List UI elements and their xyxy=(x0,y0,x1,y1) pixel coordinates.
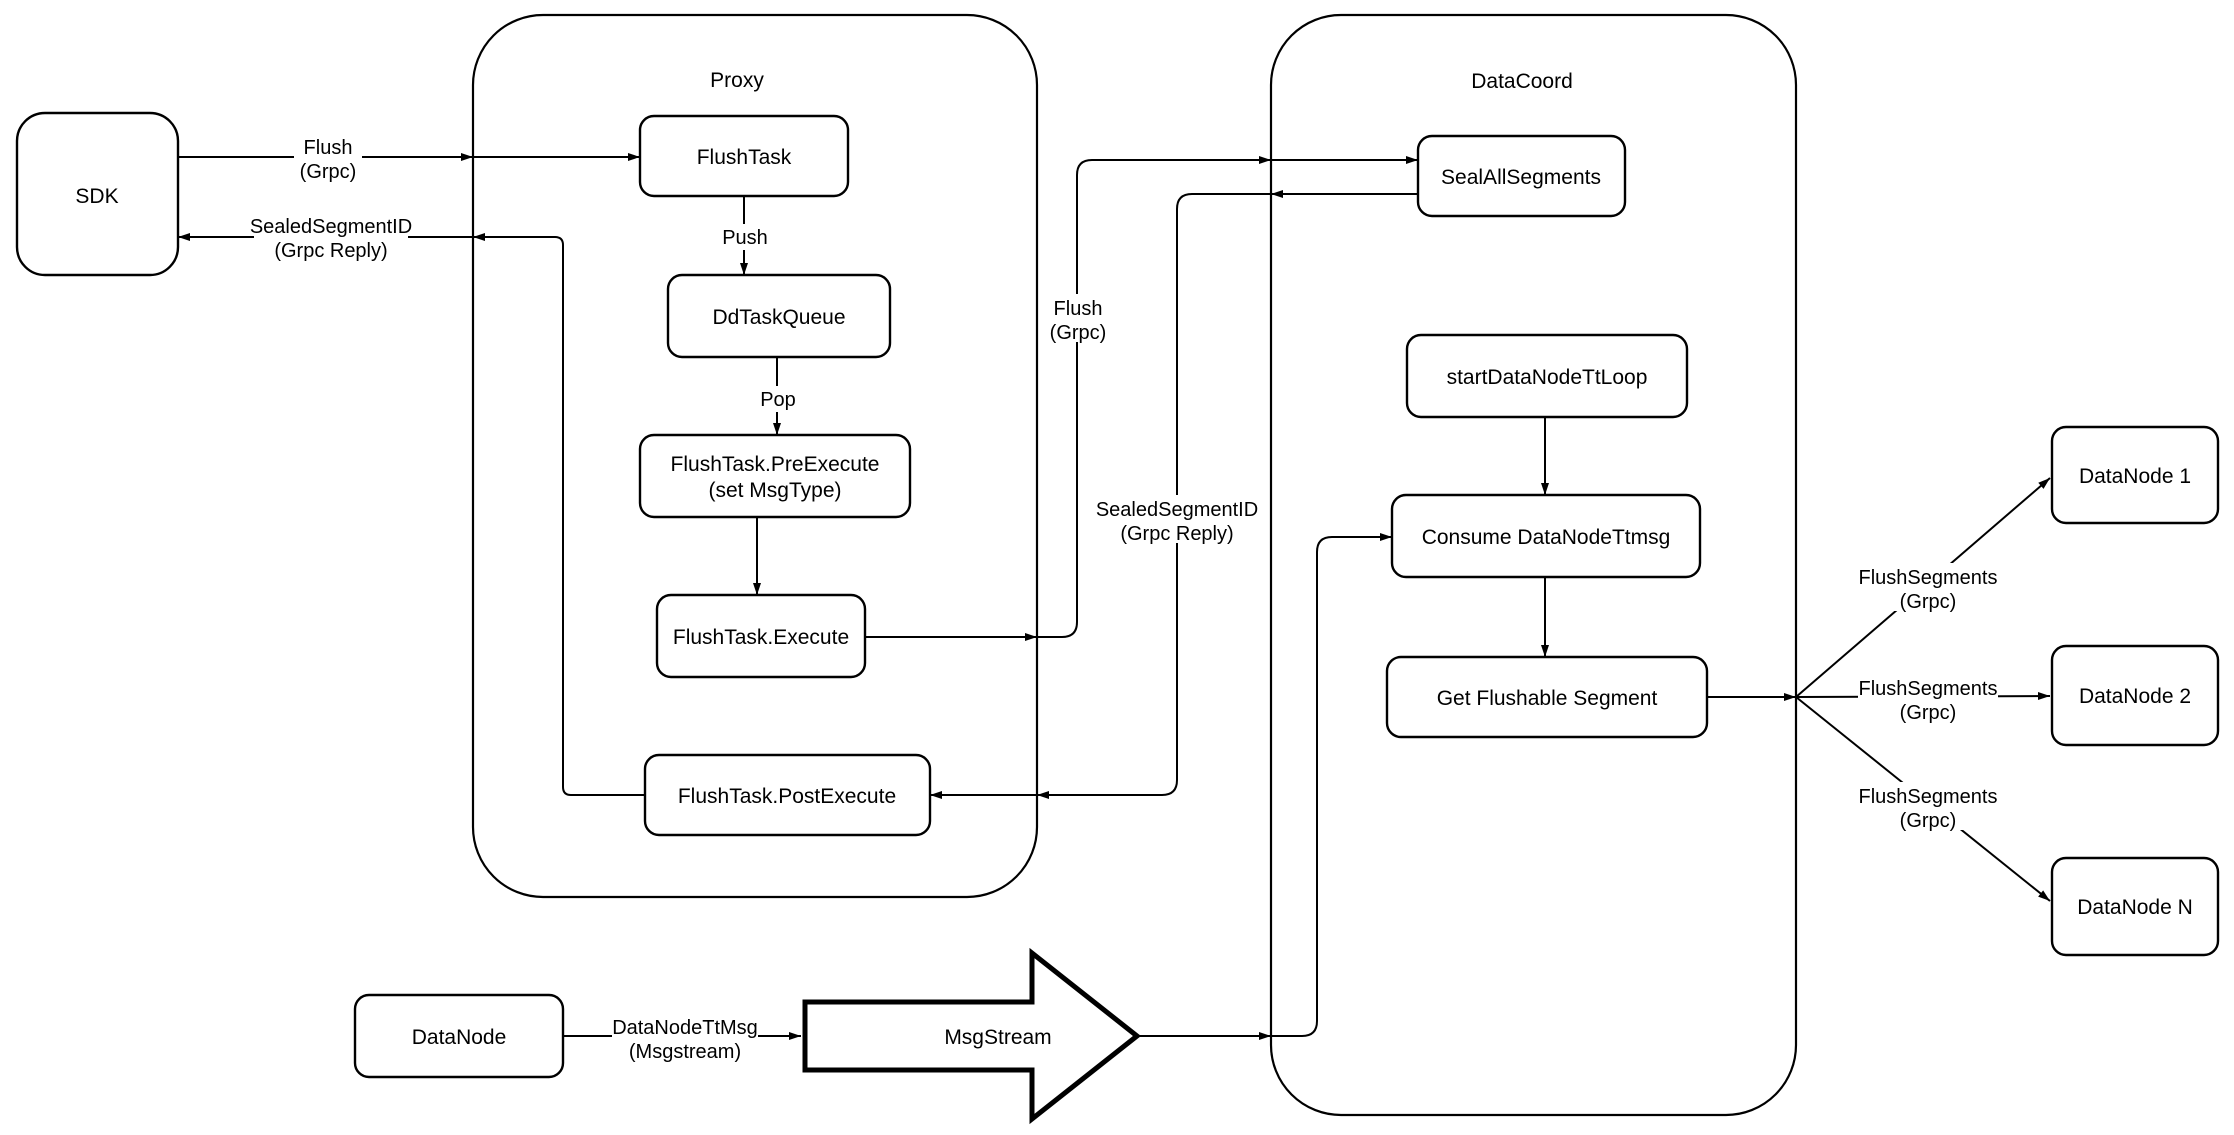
label-bg xyxy=(1858,782,1998,830)
node-seal-all-segments: SealAllSegments xyxy=(1416,134,1627,218)
label-flush-segments-2: FlushSegments (Grpc) xyxy=(1858,674,1998,724)
sdk-label: SDK xyxy=(75,185,118,208)
edge-labels: Flush (Grpc) SealedSegmentID (Grpc Reply… xyxy=(250,133,1998,1063)
datanode-1-label: DataNode 1 xyxy=(2079,465,2191,488)
label-flush-sdk: Flush (Grpc) xyxy=(294,133,362,183)
msgstream-arrow-shape xyxy=(802,947,1142,1125)
label-flush-segments-1-line1: FlushSegments xyxy=(1859,567,1998,589)
pre-execute-sublabel: (set MsgType) xyxy=(708,479,841,502)
edge-msgstream-to-consume xyxy=(1271,533,1392,1037)
edges xyxy=(178,153,2051,1040)
label-flush-segments-2-line1: FlushSegments xyxy=(1859,678,1998,700)
datanode-2-box xyxy=(2050,644,2220,747)
start-datanode-tt-loop-label: startDataNodeTtLoop xyxy=(1447,366,1648,389)
label-bg xyxy=(757,386,799,412)
node-execute: FlushTask.Execute xyxy=(655,593,867,679)
label-sealed-sdk-line1: SealedSegmentID xyxy=(250,216,412,238)
pre-execute-box xyxy=(638,433,912,519)
label-bg xyxy=(719,224,771,250)
label-bg xyxy=(1100,495,1254,543)
label-push: Push xyxy=(719,224,771,250)
sdk-box xyxy=(15,111,180,277)
label-pop: Pop xyxy=(757,386,799,412)
node-datanode-1: DataNode 1 xyxy=(2050,425,2220,525)
label-bg xyxy=(1044,294,1112,342)
label-bg xyxy=(1858,563,1998,611)
node-consume-datanode-ttmsg: Consume DataNodeTtmsg xyxy=(1390,493,1702,579)
label-sealed-sdk: SealedSegmentID (Grpc Reply) xyxy=(250,212,412,262)
node-dd-task-queue: DdTaskQueue xyxy=(666,273,892,359)
label-flush-sdk-line2: (Grpc) xyxy=(300,161,357,183)
node-get-flushable-segment: Get Flushable Segment xyxy=(1385,655,1709,739)
post-execute-label: FlushTask.PostExecute xyxy=(678,785,896,808)
datanode-n-label: DataNode N xyxy=(2077,896,2193,919)
msgstream-label: MsgStream xyxy=(944,1026,1051,1049)
label-push-line1: Push xyxy=(722,227,768,249)
node-datanode-source: DataNode xyxy=(353,993,565,1079)
datanode-2-label: DataNode 2 xyxy=(2079,685,2191,708)
edge-postexecute-to-proxy-border xyxy=(473,233,645,796)
label-flush-mid-line2: (Grpc) xyxy=(1050,322,1107,344)
label-bg xyxy=(612,1013,758,1061)
datanode-1-box xyxy=(2050,425,2220,525)
node-flush-task: FlushTask xyxy=(638,114,850,198)
label-datanode-ttmsg: DataNodeTtMsg (Msgstream) xyxy=(612,1013,758,1063)
edge-sealedsegmentid-down xyxy=(1037,193,1271,799)
node-sdk: SDK xyxy=(15,111,180,277)
label-sealed-mid-line1: SealedSegmentID xyxy=(1096,499,1258,521)
pre-execute-label: FlushTask.PreExecute xyxy=(671,453,880,476)
label-bg xyxy=(294,133,362,179)
datacoord-title: DataCoord xyxy=(1471,70,1573,93)
seal-all-segments-label: SealAllSegments xyxy=(1441,166,1601,189)
label-flush-mid: Flush (Grpc) xyxy=(1044,294,1112,344)
flush-task-label: FlushTask xyxy=(697,146,792,169)
label-bg xyxy=(254,212,408,260)
datanode-source-label: DataNode xyxy=(412,1026,507,1049)
label-bg xyxy=(1858,674,1998,722)
node-pre-execute: FlushTask.PreExecute (set MsgType) xyxy=(638,433,912,519)
label-flush-segments-2-line2: (Grpc) xyxy=(1900,702,1957,724)
label-sealed-sdk-line2: (Grpc Reply) xyxy=(274,240,387,262)
datanode-n-box xyxy=(2050,856,2220,957)
execute-label: FlushTask.Execute xyxy=(673,626,849,649)
get-flushable-segment-label: Get Flushable Segment xyxy=(1437,687,1658,710)
dd-task-queue-box xyxy=(666,273,892,359)
label-pop-line1: Pop xyxy=(760,389,796,411)
label-flush-segments-3-line1: FlushSegments xyxy=(1859,786,1998,808)
node-datanode-n: DataNode N xyxy=(2050,856,2220,957)
label-sealed-mid: SealedSegmentID (Grpc Reply) xyxy=(1096,495,1258,545)
start-datanode-tt-loop-box xyxy=(1405,333,1689,419)
proxy-title: Proxy xyxy=(710,69,764,92)
seal-all-segments-box xyxy=(1416,134,1627,218)
label-flush-mid-line1: Flush xyxy=(1054,298,1103,320)
label-flush-segments-1: FlushSegments (Grpc) xyxy=(1858,563,1998,613)
edge-flush-grpc-up xyxy=(1037,156,1271,638)
label-datanode-ttmsg-line1: DataNodeTtMsg xyxy=(612,1017,758,1039)
label-sealed-mid-line2: (Grpc Reply) xyxy=(1120,523,1233,545)
node-msgstream: MsgStream xyxy=(802,947,1142,1125)
label-flush-segments-3-line2: (Grpc) xyxy=(1900,810,1957,832)
consume-datanode-ttmsg-label: Consume DataNodeTtmsg xyxy=(1422,526,1671,549)
dd-task-queue-label: DdTaskQueue xyxy=(712,306,845,329)
label-datanode-ttmsg-line2: (Msgstream) xyxy=(629,1041,741,1063)
label-flush-sdk-line1: Flush xyxy=(304,137,353,159)
label-flush-segments-3: FlushSegments (Grpc) xyxy=(1858,782,1998,832)
node-post-execute: FlushTask.PostExecute xyxy=(643,753,932,837)
node-start-datanode-tt-loop: startDataNodeTtLoop xyxy=(1405,333,1689,419)
label-flush-segments-1-line2: (Grpc) xyxy=(1900,591,1957,613)
node-datanode-2: DataNode 2 xyxy=(2050,644,2220,747)
